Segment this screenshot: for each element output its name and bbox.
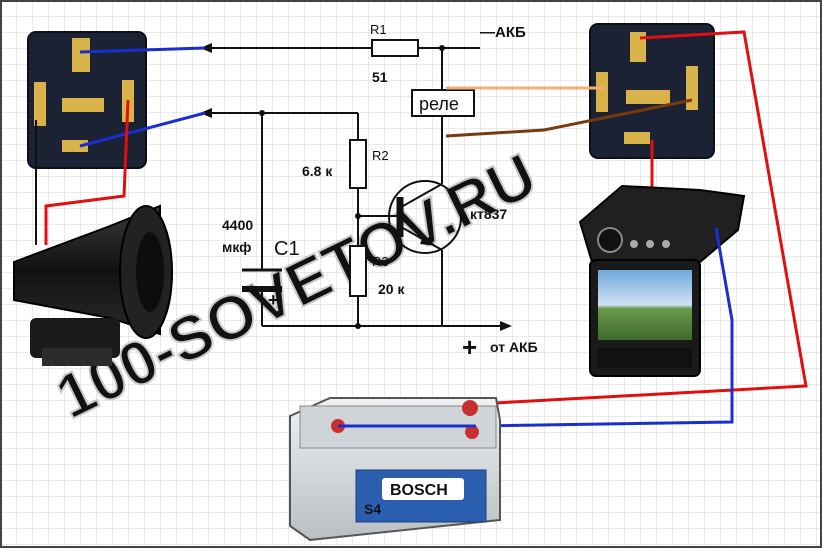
right-relay — [589, 23, 715, 159]
r1-value: 51 — [372, 69, 388, 85]
camera-button-down: DOWN — [628, 357, 647, 363]
arrow-left-mid — [200, 108, 212, 118]
wire-blue-left-top — [79, 46, 206, 54]
plus-sign: + — [462, 332, 477, 362]
akb-minus-label: —АКБ — [480, 24, 526, 41]
resistor-r1 — [371, 39, 419, 57]
camera-button-mode: MODE — [672, 357, 690, 363]
resistor-r2 — [349, 139, 367, 189]
relay-label: реле — [419, 94, 459, 114]
c1-label: C1 — [274, 238, 300, 260]
capacitor-unit: мкф — [222, 239, 251, 255]
from-akb-label: от АКБ — [490, 339, 538, 355]
capacitor-plus: + — [268, 290, 279, 310]
schematic-wires — [205, 47, 505, 327]
siren-horn — [13, 204, 173, 366]
emitter-arrow — [420, 234, 436, 246]
left-relay — [27, 31, 147, 169]
wire-red-horn — [44, 99, 130, 245]
camera-button-menu: MENU — [602, 357, 620, 363]
relay-symbol — [411, 89, 475, 117]
camera-button-up: UP — [654, 357, 662, 363]
junction-dot — [355, 323, 361, 329]
car-battery: BOSCH S4 — [289, 397, 501, 542]
arrow-left-top — [200, 43, 212, 53]
r3-value: 20 к — [378, 281, 405, 297]
wire-red-battery — [475, 30, 808, 406]
arrow-right-bottom — [500, 321, 512, 331]
r3-label: R3 — [372, 254, 389, 269]
transistor-label: кт837 — [470, 206, 507, 222]
junction-dot — [355, 213, 361, 219]
junction-dot — [439, 45, 445, 51]
resistor-r3 — [349, 245, 367, 297]
battery-model: S4 — [364, 501, 381, 517]
r2-label: R2 — [372, 148, 389, 163]
capacitor-plate-bottom — [242, 286, 282, 292]
r1-label: R1 — [370, 22, 387, 37]
junction-dot — [259, 110, 265, 116]
wire-blue-left-mid — [79, 111, 206, 148]
r2-value: 6.8 к — [302, 163, 333, 179]
dash-camera: MENU DOWN UP MODE — [578, 184, 746, 377]
wire-blue-camera — [475, 227, 734, 428]
capacitor-value: 4400 — [222, 217, 253, 233]
wire-brown — [445, 98, 693, 138]
battery-brand: BOSCH — [390, 482, 448, 499]
